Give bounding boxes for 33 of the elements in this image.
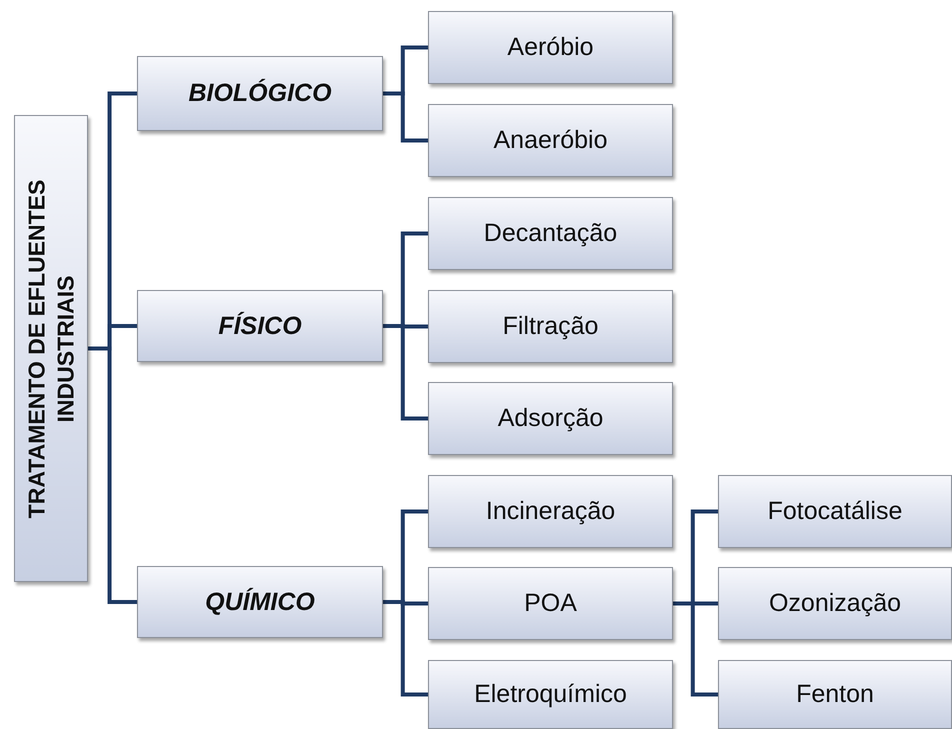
box-label: Anaeróbio <box>494 126 608 155</box>
category-box <box>137 56 383 131</box>
category-box <box>428 475 673 548</box>
box-label: Eletroquímico <box>474 680 627 709</box>
category-box <box>428 197 673 270</box>
box-label: FÍSICO <box>218 312 302 340</box>
box-label: QUÍMICO <box>205 588 315 616</box>
category-box <box>428 290 673 363</box>
box-label: Fenton <box>796 680 874 709</box>
connector-line <box>383 324 428 420</box>
category-box <box>137 566 383 638</box>
box-label: Filtração <box>502 312 598 341</box>
box-label: Aeróbio <box>507 33 594 62</box>
category-box <box>428 567 673 640</box>
category-box <box>428 382 673 455</box>
category-box <box>137 290 383 362</box>
category-box <box>718 475 952 548</box>
category-box <box>718 567 952 640</box>
title-text: TRATAMENTO DE EFLUENTES INDUSTRIAIS <box>22 178 79 520</box>
category-box <box>428 104 673 177</box>
connector-line <box>383 600 428 696</box>
box-label: Decantação <box>484 219 618 248</box>
box-label: Fotocatálise <box>768 497 902 526</box>
category-box <box>718 660 952 729</box>
category-box <box>428 11 673 84</box>
box-label: POA <box>524 589 577 618</box>
box-label: BIOLÓGICO <box>188 79 332 108</box>
category-box <box>14 115 88 582</box>
box-label: Adsorção <box>498 404 604 433</box>
box-label: Incineração <box>486 497 616 526</box>
box-label: Ozonização <box>768 589 902 618</box>
connector-line <box>383 92 428 142</box>
category-box <box>428 660 673 729</box>
